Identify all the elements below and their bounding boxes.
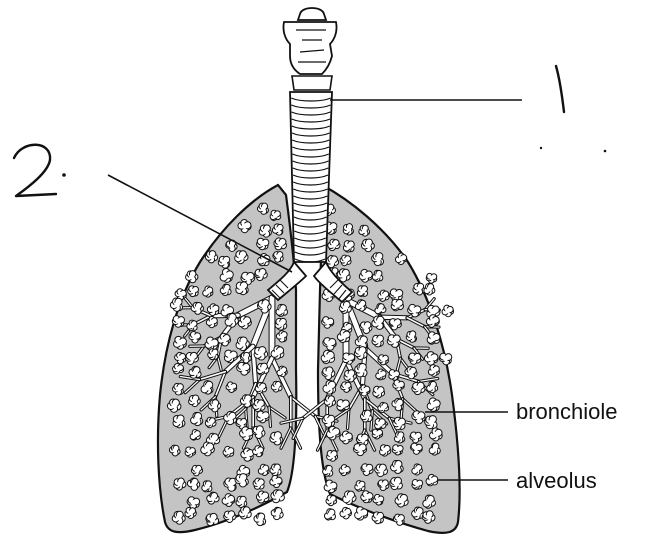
stray-mark [604, 150, 607, 153]
alveolus-icon [327, 450, 338, 461]
alveolus-icon [408, 353, 420, 364]
alveolus-icon [390, 477, 403, 489]
alveolus-icon [257, 363, 269, 375]
alveolus-icon [340, 255, 351, 266]
alveolus-icon [208, 349, 218, 360]
alveolus-icon [406, 331, 416, 342]
alveolus-icon [424, 283, 435, 295]
alveolus-label: alveolus [516, 468, 597, 493]
alveolus-icon [412, 480, 423, 490]
alveolus-icon [442, 305, 454, 317]
alveolus-icon [337, 400, 350, 412]
alveolus-icon [339, 301, 351, 313]
stray-mark [540, 147, 542, 149]
alveolus-icon [359, 225, 370, 236]
alveolus-icon [275, 318, 287, 330]
alveolus-icon [426, 273, 437, 283]
alveolus-icon [202, 481, 212, 492]
alveolus-icon [239, 507, 252, 519]
alveolus-icon [173, 415, 185, 428]
alveolus-icon [270, 210, 281, 220]
alveolus-icon [236, 282, 248, 295]
alveolus-icon [373, 386, 385, 398]
alveolus-icon [326, 495, 337, 506]
bronchiole-label: bronchiole [516, 399, 618, 424]
alveolus-icon [324, 396, 335, 407]
trachea [290, 92, 332, 262]
handwritten-two-label [14, 145, 56, 196]
handwritten-dot [62, 173, 66, 177]
alveolus-icon [360, 410, 372, 422]
alveolus-icon [427, 332, 440, 344]
alveolus-icon [205, 417, 216, 428]
alveolus-icon [173, 363, 184, 373]
alveolus-icon [340, 507, 352, 519]
alveolus-icon [270, 464, 281, 476]
alveolus-icon [170, 298, 182, 311]
alveolus-icon [254, 513, 266, 526]
alveolus-icon [343, 224, 353, 235]
alveolus-icon [355, 481, 365, 492]
alveolus-icon [375, 419, 386, 430]
larynx [283, 8, 336, 90]
alveolus-icon [256, 491, 268, 503]
handwritten-one-label [556, 66, 564, 112]
alveolus-icon [343, 241, 354, 253]
alveolus-icon [324, 509, 335, 520]
alveolus-icon [394, 432, 404, 443]
bronchiole-branch [380, 317, 407, 318]
alveolus-icon [236, 496, 247, 507]
alveolus-icon [253, 478, 264, 489]
alveolus-icon [393, 514, 404, 525]
alveolus-icon [425, 416, 437, 429]
alveolus-icon [223, 446, 234, 457]
alveolus-icon [428, 365, 439, 377]
alveolus-icon [205, 337, 218, 350]
alveolus-icon [389, 370, 400, 381]
alveolus-icon [253, 400, 265, 412]
alveolus-icon [393, 417, 406, 429]
alveolus-icon [357, 286, 367, 297]
alveolus-icon [271, 381, 282, 392]
alveolus-icon [174, 336, 187, 349]
alveolus-icon [206, 513, 219, 525]
alveolus-icon [355, 507, 368, 520]
alveolus-icon [427, 398, 440, 412]
alveolus-icon [274, 238, 287, 250]
alveolus-icon [276, 304, 288, 316]
alveolus-icon [271, 507, 283, 519]
alveolus-icon [391, 299, 403, 311]
alveolus-icon [259, 225, 271, 237]
alveolus-icon [186, 271, 198, 283]
alveolus-icon [372, 512, 384, 524]
